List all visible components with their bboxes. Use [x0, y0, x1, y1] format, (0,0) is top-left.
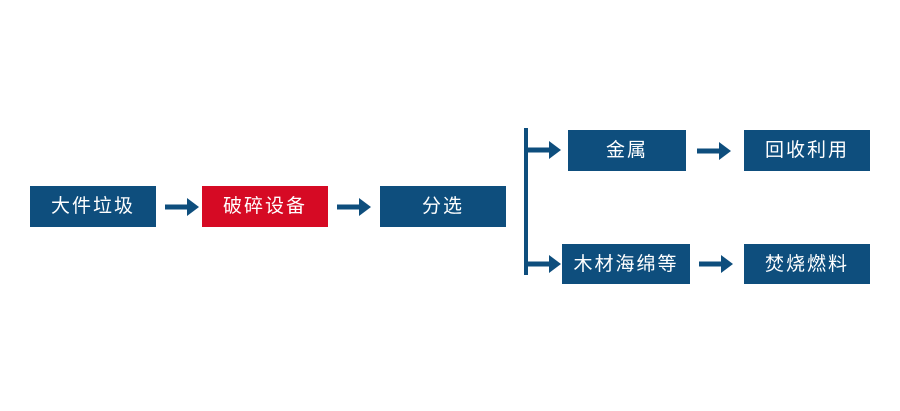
- arrow-right-icon: [524, 135, 564, 165]
- node-wood-sponge[interactable]: 木材海绵等: [562, 244, 690, 284]
- node-sorting[interactable]: 分选: [380, 186, 506, 227]
- split-connector-line: [524, 128, 528, 275]
- arrow-right-icon: [334, 192, 374, 222]
- node-crusher-equipment[interactable]: 破碎设备: [202, 186, 328, 227]
- node-incineration-fuel[interactable]: 焚烧燃料: [744, 244, 870, 284]
- arrow-right-icon: [696, 249, 736, 279]
- arrow-right-icon: [162, 192, 202, 222]
- node-recycle-reuse[interactable]: 回收利用: [744, 130, 870, 171]
- node-metal[interactable]: 金属: [568, 130, 686, 171]
- arrow-right-icon: [524, 249, 564, 279]
- arrow-right-icon: [694, 136, 734, 166]
- node-bulky-waste[interactable]: 大件垃圾: [30, 186, 156, 227]
